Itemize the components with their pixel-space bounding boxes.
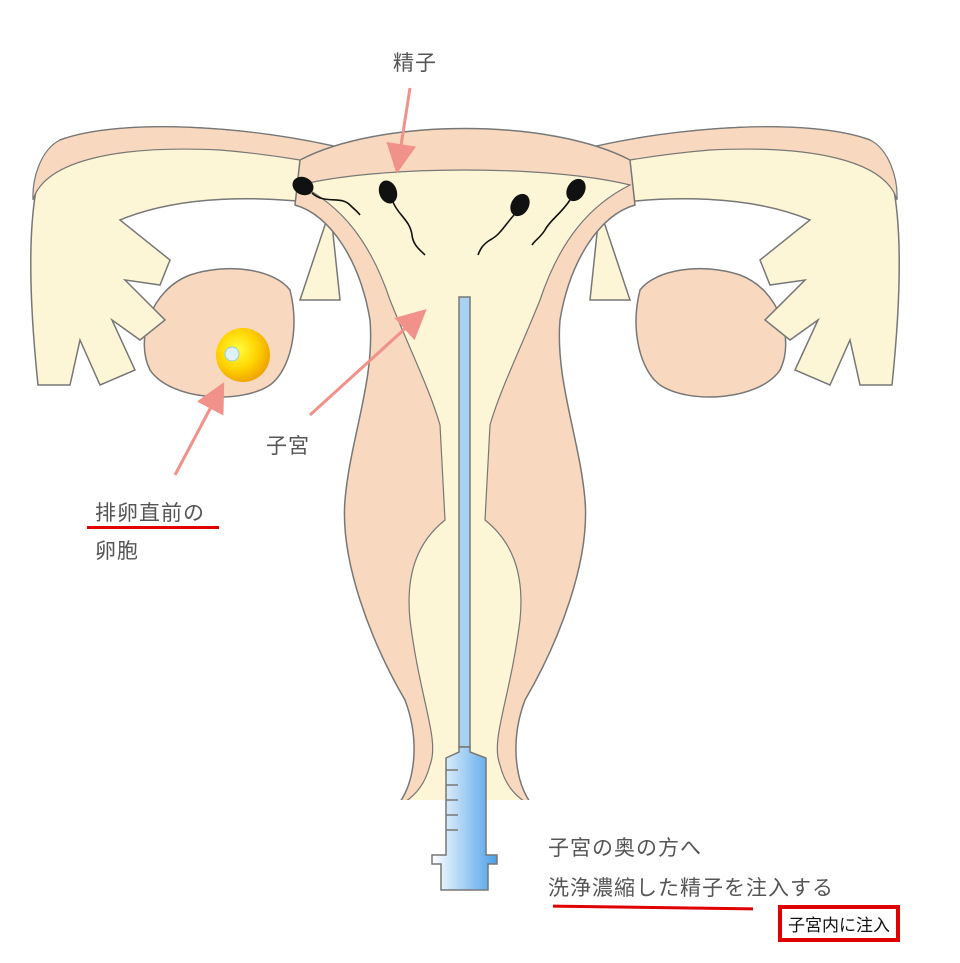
uterus-label: 子宮 xyxy=(266,434,310,458)
follicle-label-line1: 排卵直前の xyxy=(95,501,205,525)
injection-text-line2: 洗浄濃縮した精子を注入する xyxy=(548,876,834,900)
follicle-underline xyxy=(87,526,219,529)
right-ovary xyxy=(635,267,787,398)
injection-text-line1: 子宮の奥の方へ xyxy=(548,836,702,860)
sperm-arrow xyxy=(386,87,417,174)
boxed-caption: 子宮内に注入 xyxy=(778,905,900,942)
uterus-arrow xyxy=(308,308,427,417)
follicle-arrow xyxy=(173,382,225,476)
egg-icon xyxy=(216,328,270,382)
follicle-label-line2: 卵胞 xyxy=(95,539,139,563)
left-ovary xyxy=(143,267,295,398)
catheter-syringe xyxy=(431,296,498,891)
sperm-icons xyxy=(292,176,586,256)
sperm-label: 精子 xyxy=(393,51,437,75)
